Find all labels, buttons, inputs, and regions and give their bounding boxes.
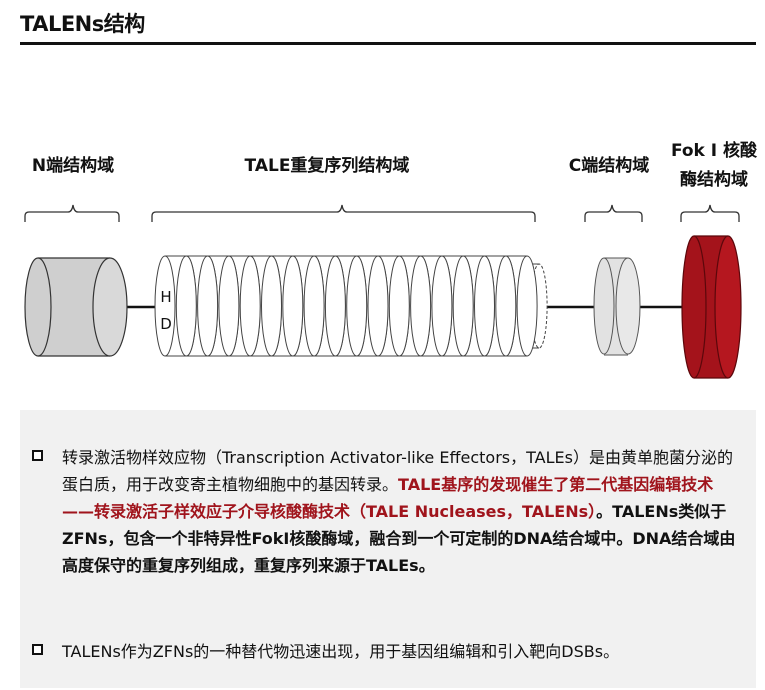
label-n-domain: N端结构域 xyxy=(32,155,114,176)
checkbox-bullet-icon xyxy=(32,644,43,655)
brace-tale-domain xyxy=(151,204,536,222)
repeat-rvd-bottom: D xyxy=(160,315,172,333)
para1-bold: 。TALENs类似于ZFNs，包含一个非特异性FokI核酸酶域，融合到一个可定制… xyxy=(62,502,736,575)
label-c-domain: C端结构域 xyxy=(569,155,649,176)
label-fok-domain-line1: Fok Ⅰ 核酸 xyxy=(671,140,758,161)
para1-text: 转录激活物样效应物（Transcription Activator-like E… xyxy=(62,448,733,494)
para2-text: TALENs作为ZFNs的一种替代物迅速出现，用于基因组编辑和引入靶向DSBs。 xyxy=(62,642,620,661)
fok-domain-cylinder xyxy=(681,235,742,379)
n-domain-cylinder xyxy=(24,257,128,357)
title-underline xyxy=(20,42,756,45)
bullet-item-2: TALENs作为ZFNs的一种替代物迅速出现，用于基因组编辑和引入靶向DSBs。 xyxy=(32,638,738,665)
bullet-item-1: 转录激活物样效应物（Transcription Activator-like E… xyxy=(32,444,738,579)
para1-highlight: TALE基序的发现催生了第二代基因编辑技术——转录激活子样效应子介导核酸酶技术（… xyxy=(62,475,714,521)
brace-c-domain xyxy=(584,204,643,222)
page-title: TALENs结构 xyxy=(20,12,145,36)
c-domain-cylinder xyxy=(593,257,641,356)
label-fok-domain-line2: 酶结构域 xyxy=(680,169,748,190)
brace-fok-domain xyxy=(680,204,740,222)
checkbox-bullet-icon xyxy=(32,450,43,461)
talen-structure-diagram: N端结构域 TALE重复序列结构域 C端结构域 Fok Ⅰ 核酸 酶结构域 NI… xyxy=(24,140,758,379)
tale-repeat-array: NIDHGNINDHINDHDHNNGNGNNNINIHDNGNNHD xyxy=(154,255,548,357)
brace-n-domain xyxy=(24,204,120,222)
repeat-rvd-top: H xyxy=(160,288,171,306)
label-tale-domain: TALE重复序列结构域 xyxy=(245,155,410,176)
tale-repeat-disk: HD xyxy=(154,255,197,357)
description-panel: 转录激活物样效应物（Transcription Activator-like E… xyxy=(20,410,756,688)
